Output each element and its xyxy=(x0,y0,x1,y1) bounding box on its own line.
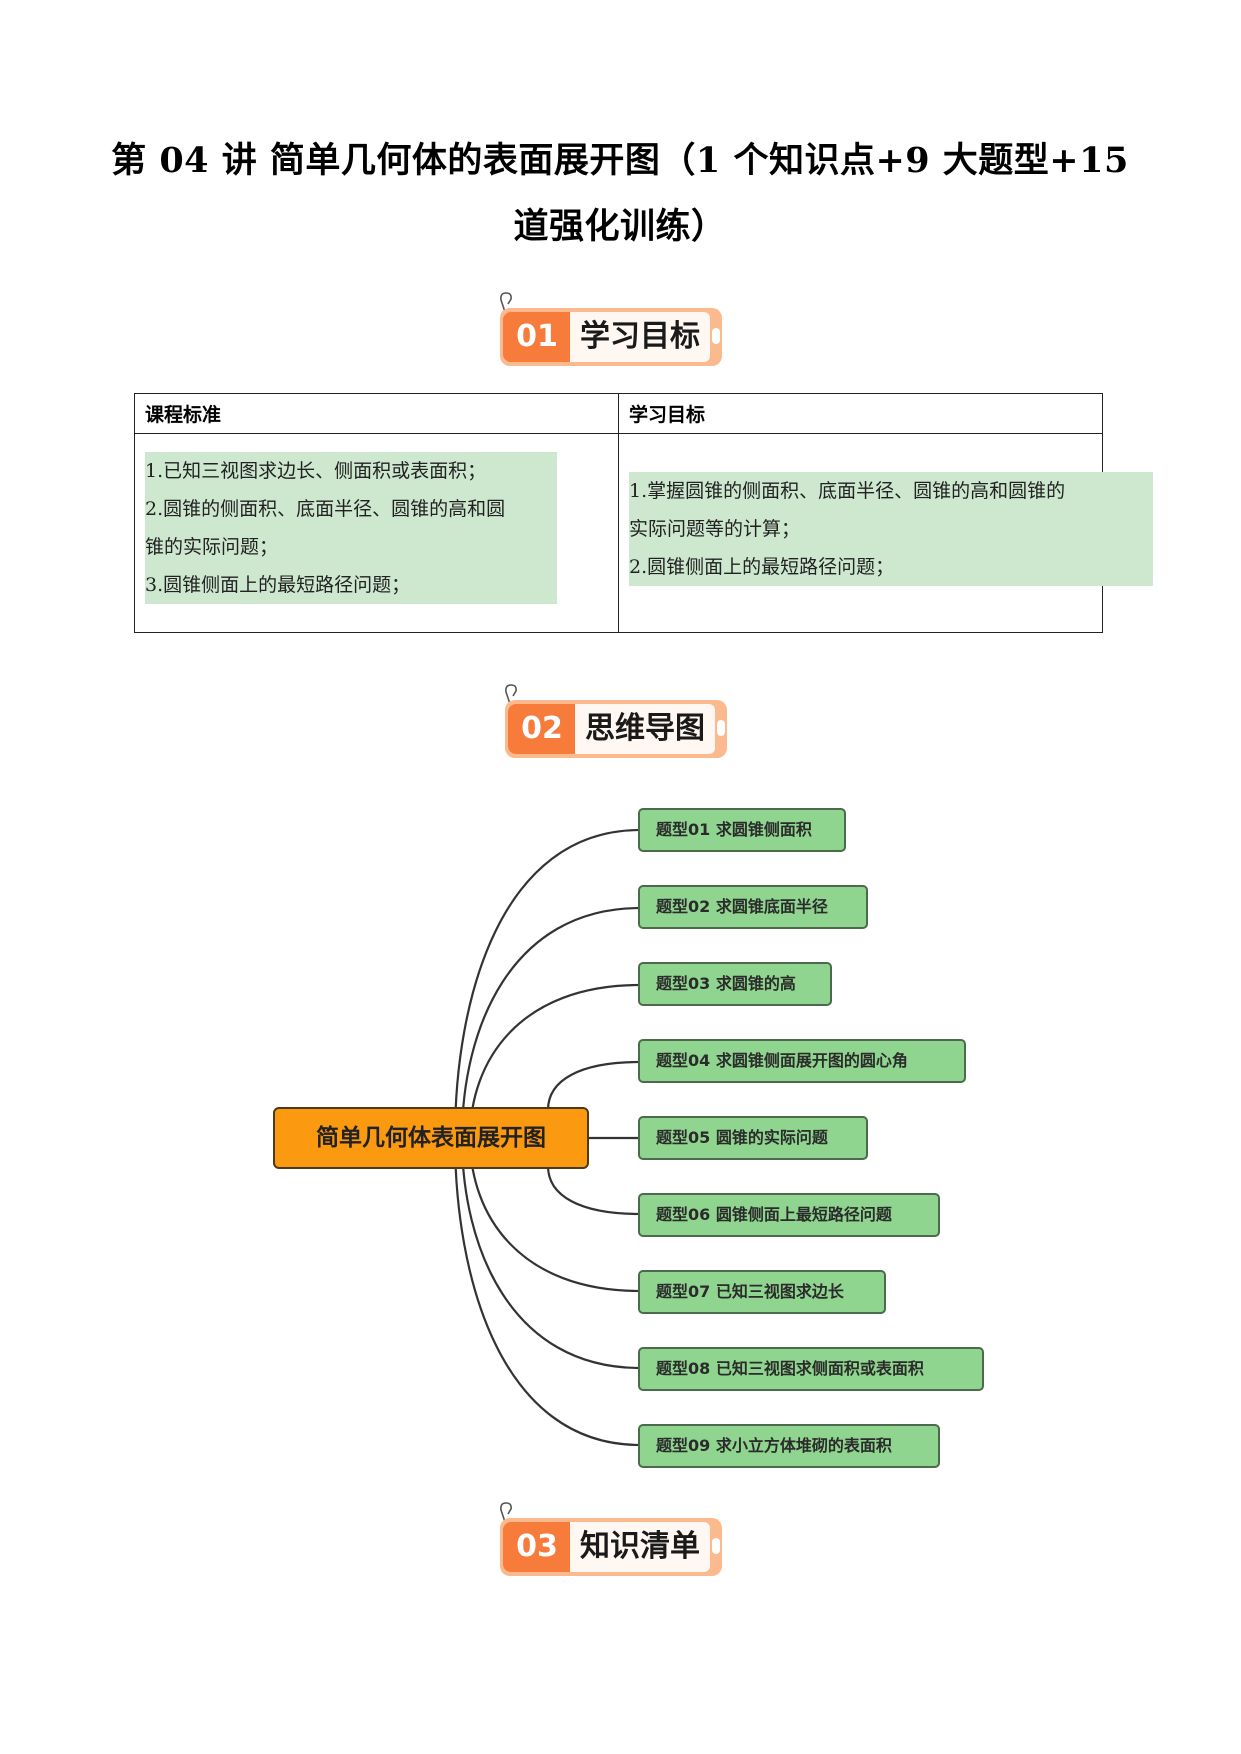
section-badge-02: 02 思维导图 xyxy=(505,682,735,758)
mindmap-branch: 题型04 求圆锥侧面展开图的圆心角 xyxy=(638,1039,966,1083)
goals-line: 2.圆锥侧面上的最短路径问题； xyxy=(629,556,895,578)
mindmap-branch: 题型09 求小立方体堆砌的表面积 xyxy=(638,1424,940,1468)
mindmap-branch: 题型01 求圆锥侧面积 xyxy=(638,808,846,852)
paperclip-icon xyxy=(500,292,512,319)
paperclip-icon xyxy=(505,684,517,711)
connector xyxy=(453,828,641,1139)
mindmap-branch: 题型06 圆锥侧面上最短路径问题 xyxy=(638,1193,940,1237)
goals-line: 实际问题等的计算； xyxy=(629,518,801,540)
document-title: 第 04 讲 简单几何体的表面展开图（1 个知识点+9 大题型+15 道强化训练… xyxy=(90,128,1150,260)
paperclip-icon xyxy=(500,1502,512,1529)
section-number: 02 xyxy=(508,704,576,754)
connector xyxy=(460,1137,641,1370)
section-number: 01 xyxy=(503,312,571,362)
title-line-2: 道强化训练） xyxy=(513,206,727,247)
goals-highlight: 1.掌握圆锥的侧面积、底面半径、圆锥的高和圆锥的 实际问题等的计算； 2.圆锥侧… xyxy=(629,472,1153,586)
standard-cell: 1.已知三视图求边长、侧面积或表面积； 2.圆锥的侧面积、底面半径、圆锥的高和圆… xyxy=(134,433,619,633)
connector xyxy=(546,1165,641,1216)
section-label: 学习目标 xyxy=(570,312,710,362)
goals-line: 1.掌握圆锥的侧面积、底面半径、圆锥的高和圆锥的 xyxy=(629,480,1066,502)
mindmap-branch: 题型03 求圆锥的高 xyxy=(638,962,832,1006)
mindmap-branch: 题型07 已知三视图求边长 xyxy=(638,1270,886,1314)
connector xyxy=(460,906,641,1139)
table-header-goals: 学习目标 xyxy=(618,393,1103,434)
mindmap-branch: 题型08 已知三视图求侧面积或表面积 xyxy=(638,1347,984,1391)
goals-table: 课程标准 学习目标 1.已知三视图求边长、侧面积或表面积； 2.圆锥的侧面积、底… xyxy=(134,393,1153,633)
goals-cell: 1.掌握圆锥的侧面积、底面半径、圆锥的高和圆锥的 实际问题等的计算； 2.圆锥侧… xyxy=(618,433,1153,633)
standard-line: 2.圆锥的侧面积、底面半径、圆锥的高和圆 xyxy=(145,498,506,520)
mindmap-branch: 题型05 圆锥的实际问题 xyxy=(638,1116,868,1160)
mindmap-root: 简单几何体表面展开图 xyxy=(273,1107,589,1169)
section-badge-03: 03 知识清单 xyxy=(500,1500,730,1576)
standard-line: 1.已知三视图求边长、侧面积或表面积； xyxy=(145,460,487,482)
connector xyxy=(546,1060,641,1111)
title-line-1: 第 04 讲 简单几何体的表面展开图（1 个知识点+9 大题型+15 xyxy=(111,140,1129,181)
standard-line: 锥的实际问题； xyxy=(145,536,279,558)
standard-line: 3.圆锥侧面上的最短路径问题； xyxy=(145,574,411,596)
mindmap-branch: 题型02 求圆锥底面半径 xyxy=(638,885,868,929)
section-badge-01: 01 学习目标 xyxy=(500,290,730,366)
standard-highlight: 1.已知三视图求边长、侧面积或表面积； 2.圆锥的侧面积、底面半径、圆锥的高和圆… xyxy=(145,452,557,604)
section-number: 03 xyxy=(503,1522,571,1572)
section-label: 知识清单 xyxy=(570,1522,710,1572)
section-label: 思维导图 xyxy=(575,704,715,754)
connector xyxy=(453,1137,641,1447)
